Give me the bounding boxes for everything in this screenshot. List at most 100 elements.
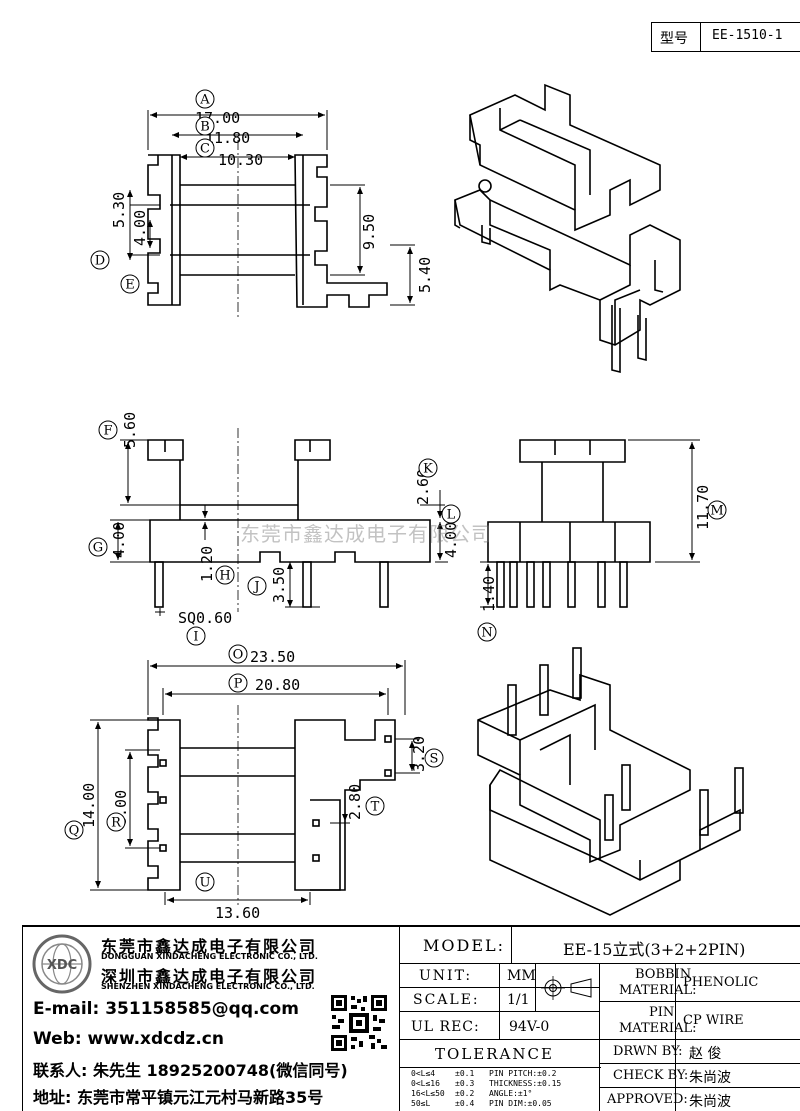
balloon-U: U xyxy=(195,872,215,892)
bottom-view xyxy=(147,717,396,891)
scale-value: 1/1 xyxy=(507,992,530,1008)
svg-text:C: C xyxy=(200,142,210,157)
tolerance-label: TOLERANCE xyxy=(435,1045,554,1063)
title-block: XDC 东莞市鑫达成电子有限公司 DONGGUAN XINDACHENG ELE… xyxy=(22,925,800,1111)
company-name-cn-1: 东莞市鑫达成电子有限公司 xyxy=(101,937,318,956)
front-view-dimensions xyxy=(110,439,448,616)
dim-C-value: 10.30 xyxy=(218,151,263,169)
check-by-label: CHECK BY: xyxy=(613,1068,689,1083)
dim-G-value: 4.00 xyxy=(110,522,128,558)
balloon-L: L xyxy=(441,504,461,524)
dim-E-value: 4.00 xyxy=(131,210,149,246)
dim-B-value: 11.80 xyxy=(205,129,250,147)
isometric-view-top xyxy=(454,83,681,374)
tolerance-range: 16<L≤50 xyxy=(411,1089,445,1098)
projection-symbol-icon xyxy=(541,976,592,1000)
svg-text:XDC: XDC xyxy=(47,958,77,973)
bobbin-material-value: PHENOLIC xyxy=(683,975,759,990)
svg-text:M: M xyxy=(710,504,723,519)
unit-value: MM xyxy=(507,968,536,984)
tolerance-item: PIN DIM:±0.05 xyxy=(489,1099,552,1108)
pin-material-value: CP WIRE xyxy=(683,1013,744,1028)
svg-text:I: I xyxy=(193,630,198,645)
dim-T-value: 2.80 xyxy=(346,784,364,820)
dim-M-value: 11.70 xyxy=(694,485,712,530)
svg-text:O: O xyxy=(233,648,244,663)
company-name-en-2: SHENZHEN XINDACHENG ELECTRONIC CO., LTD. xyxy=(101,982,315,991)
dim-F-value: 5.60 xyxy=(121,412,139,448)
svg-text:Q: Q xyxy=(69,824,80,839)
dim-N-value: 1.40 xyxy=(480,576,498,612)
tolerance-range: 0<L≤16 xyxy=(411,1079,440,1088)
dim-right-value: 5.40 xyxy=(416,257,434,293)
tolerance-tol: ±0.2 xyxy=(455,1089,475,1098)
bottom-view-dimensions xyxy=(90,660,420,905)
svg-text:L: L xyxy=(447,508,456,523)
scale-label: SCALE: xyxy=(413,992,480,1008)
svg-text:R: R xyxy=(111,816,122,831)
dim-U-value: 13.60 xyxy=(215,904,260,920)
dim-J-value: 3.50 xyxy=(270,567,288,603)
dim-H-value: 1.20 xyxy=(198,546,216,582)
svg-text:E: E xyxy=(125,278,135,293)
balloon-O: O xyxy=(228,644,248,664)
side-view-dimensions xyxy=(480,439,700,608)
watermark: 东莞市鑫达成电子有限公司 xyxy=(240,522,492,546)
balloon-D: D xyxy=(90,250,110,270)
svg-text:B: B xyxy=(200,120,210,135)
top-view xyxy=(147,154,388,308)
front-view xyxy=(147,439,431,608)
qr-code-icon xyxy=(329,993,389,1053)
balloon-K: K xyxy=(418,458,438,478)
dim-S-value: 3.20 xyxy=(410,736,428,772)
svg-text:P: P xyxy=(234,677,243,692)
pin-label-1: PIN xyxy=(649,1005,675,1020)
dim-I-value: SQ0.60 xyxy=(178,609,232,627)
balloon-M: M xyxy=(707,500,727,520)
dimension-labels: 17.00 11.80 10.30 5.30 4.00 9.50 5.40 5.… xyxy=(80,109,712,920)
balloon-S: S xyxy=(424,748,444,768)
balloon-E: E xyxy=(120,274,140,294)
svg-text:N: N xyxy=(481,626,492,641)
balloon-F: F xyxy=(98,420,118,440)
check-by-value: 朱尚波 xyxy=(689,1070,731,1086)
top-view-dimensions xyxy=(127,110,415,306)
technical-drawing: 17.00 11.80 10.30 5.30 4.00 9.50 5.40 5.… xyxy=(64,83,744,920)
approved-label: APPROVED: xyxy=(607,1092,688,1107)
type-label: 型号 xyxy=(660,31,688,47)
balloon-T: T xyxy=(365,796,385,816)
tolerance-tol: ±0.3 xyxy=(455,1079,475,1088)
tolerance-item: PIN PITCH:±0.2 xyxy=(489,1069,557,1078)
company-logo: XDC xyxy=(32,934,92,994)
dim-K-value: 2.60 xyxy=(414,469,432,505)
dim-P-value: 20.80 xyxy=(255,676,300,694)
svg-text:A: A xyxy=(199,93,210,108)
balloon-N: N xyxy=(477,622,497,642)
svg-text:D: D xyxy=(95,254,105,269)
tolerance-tol: ±0.4 xyxy=(455,1099,475,1108)
svg-text:G: G xyxy=(93,541,103,556)
balloon-J: J xyxy=(247,576,267,596)
dim-O-value: 23.50 xyxy=(250,648,295,666)
dim-Q-value: 14.00 xyxy=(80,783,98,828)
bobbin-label-1: BOBBIN xyxy=(635,967,692,982)
svg-text:J: J xyxy=(252,580,259,595)
unit-label: UNIT: xyxy=(419,968,473,984)
isometric-view-bottom xyxy=(477,647,744,916)
svg-text:H: H xyxy=(219,569,230,584)
balloon-H: H xyxy=(215,565,235,585)
tolerance-item: THICKNESS:±0.15 xyxy=(489,1079,562,1088)
balloon-I: I xyxy=(186,626,206,646)
tolerance-item: ANGLE:±1° xyxy=(489,1089,533,1098)
balloon-C: C xyxy=(195,138,215,158)
contact-web: Web: www.xdcdz.cn xyxy=(33,1029,224,1049)
contact-address: 地址: 东莞市常平镇元江元村马新路35号 xyxy=(33,1088,324,1107)
balloon-B: B xyxy=(195,116,215,136)
company-name-cn-2: 深圳市鑫达成电子有限公司 xyxy=(101,967,318,986)
dim-D-value: 5.30 xyxy=(110,192,128,228)
model-code-box: 型号 EE-1510-1 xyxy=(651,22,800,52)
model-code: EE-1510-1 xyxy=(712,28,783,43)
balloon-Q: Q xyxy=(64,820,84,840)
balloon-P: P xyxy=(228,673,248,693)
model-label: MODEL: xyxy=(423,936,506,955)
